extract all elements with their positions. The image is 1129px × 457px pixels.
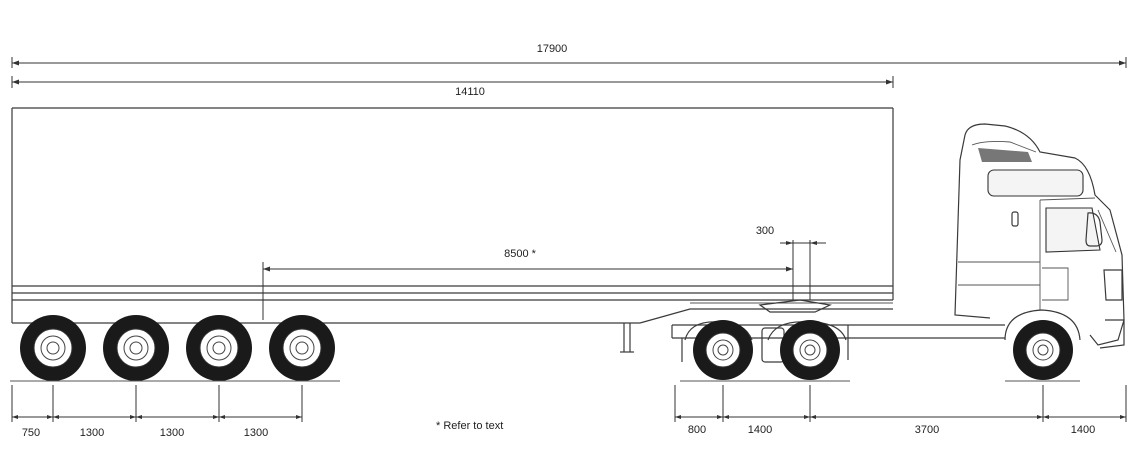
kingpin-offset-dimension: 300 <box>756 225 826 300</box>
trailer-body <box>11 107 894 353</box>
tractor-rear-overhang-label: 800 <box>688 424 706 436</box>
trailer-wheel-2 <box>103 315 169 381</box>
trailer-axle-spacing-3-label: 1300 <box>244 427 268 439</box>
kingpin-to-axle-dimension: 8500 * <box>262 240 794 320</box>
kingpin-to-axle-label: 8500 * <box>504 248 537 260</box>
trailer-wheel-3 <box>186 315 252 381</box>
trailer-wheel-1 <box>20 315 86 381</box>
tractor-drive-wheel-1 <box>693 320 753 380</box>
tractor-drive-wheel-2 <box>780 320 840 380</box>
tractor-bogie-spacing-label: 1400 <box>748 424 772 436</box>
tractor-wheelbase-label: 3700 <box>915 424 939 436</box>
tractor-front-wheel <box>1013 320 1073 380</box>
tractor-axle-dimensions: 800 1400 3700 1400 <box>674 385 1127 436</box>
trailer-axle-dimensions: 750 1300 1300 1300 <box>11 385 303 439</box>
trailer-axle-spacing-1-label: 1300 <box>80 427 104 439</box>
trailer-rear-overhang-label: 750 <box>22 427 40 439</box>
refer-to-text-note: * Refer to text <box>436 420 503 432</box>
trailer-axle-spacing-2-label: 1300 <box>160 427 184 439</box>
trailer-wheel-4 <box>269 315 335 381</box>
trailer-length-label: 14110 <box>455 86 485 98</box>
overall-length-dimension: 17900 <box>11 43 1127 68</box>
kingpin-offset-label: 300 <box>756 225 774 237</box>
overall-length-label: 17900 <box>537 43 568 55</box>
wheels <box>20 315 1073 381</box>
tractor-front-overhang-label: 1400 <box>1071 424 1095 436</box>
trailer-length-dimension: 14110 <box>11 76 894 98</box>
